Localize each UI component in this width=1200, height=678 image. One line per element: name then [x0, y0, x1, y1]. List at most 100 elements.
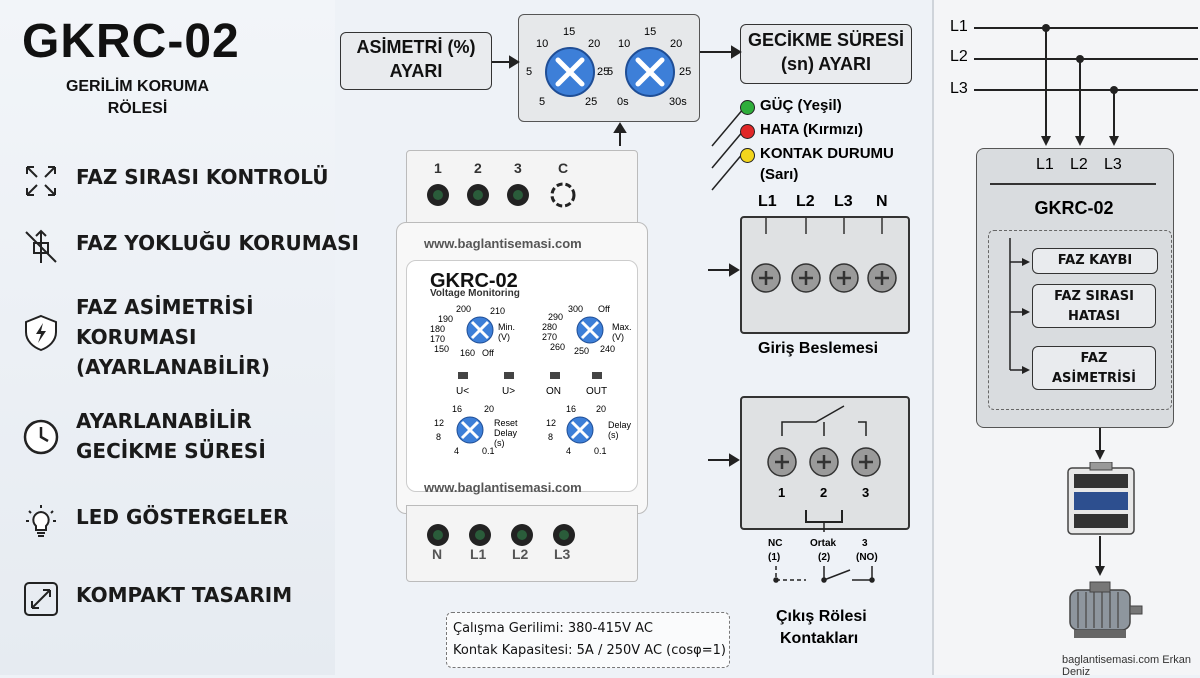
- led-legend-text: (Sarı): [760, 166, 799, 183]
- max-knob-tick: 300: [568, 304, 584, 314]
- device-top-term-label: 1: [434, 160, 442, 176]
- contact-num: (1): [768, 552, 781, 563]
- supply-line-label: L3: [950, 80, 968, 97]
- supply-line-label: L1: [950, 18, 968, 35]
- credit-text: baglantisemasi.com Erkan Deniz: [1062, 654, 1192, 678]
- led-legend-text: HATA (Kırmızı): [760, 121, 864, 138]
- input-term-label: L2: [796, 193, 815, 210]
- output-term-label: 3: [862, 485, 870, 500]
- dial1-tick: 25: [597, 66, 610, 78]
- dial2-tick: 30s: [669, 96, 687, 108]
- led-label: U<: [456, 386, 470, 397]
- led-red-icon: [740, 124, 755, 139]
- max-voltage-knob: [576, 316, 604, 344]
- dial2-tick: 5: [607, 66, 614, 78]
- feature-text: FAZ SIRASI KONTROLÜ: [76, 165, 329, 189]
- reset-knob-tick: 16: [452, 404, 463, 414]
- led-legend-text: GÜÇ (Yeşil): [760, 97, 842, 114]
- dial1-tick: 5: [539, 96, 546, 108]
- min-knob-tick: 210: [490, 306, 506, 316]
- min-knob-tick: Off: [482, 348, 494, 358]
- feature-text: LED GÖSTERGELER: [76, 505, 289, 529]
- device-knobs: [456, 316, 604, 444]
- feature-text: KOMPAKT TASARIM: [76, 583, 293, 607]
- min-knob-tick: 190: [438, 314, 454, 324]
- device-model: GKRC-02: [430, 270, 518, 292]
- dial1-tick: 20: [588, 38, 601, 50]
- feature-item: FAZ SIRASI KONTROLÜ: [22, 162, 329, 200]
- feature-text: FAZ YOKLUĞU KORUMASI: [76, 231, 359, 255]
- feature-item: AYARLANABİLİR GECİKME SÜRESİ: [22, 406, 266, 466]
- device-website-bottom: www.baglantisemasi.com: [424, 480, 582, 495]
- output-caption-line2: Kontakları: [780, 630, 859, 647]
- dial1-tick: 25: [585, 96, 598, 108]
- schematic-functions-group: [988, 230, 1172, 410]
- device-website-top: www.baglantisemasi.com: [424, 236, 582, 251]
- dial2-tick: 10: [618, 38, 631, 50]
- delay-knob-tick: 0.1: [594, 446, 607, 456]
- delay-label-box: GECİKME SÜRESİ (sn) AYARI: [740, 24, 912, 84]
- feature-text: FAZ ASİMETRİSİ KORUMASI (AYARLANABİLİR): [76, 295, 271, 379]
- schematic-wiring: [974, 24, 1198, 576]
- page-title: GKRC-02: [22, 15, 240, 68]
- min-knob-label: Min. (V): [498, 322, 516, 342]
- dial2-tick: 0s: [617, 96, 629, 108]
- subtitle-line-2: RÖLESİ: [107, 100, 168, 117]
- schematic-branch-lines: [1009, 238, 1030, 374]
- device-top-terminals: [427, 182, 576, 208]
- schematic-term-label: L3: [1104, 156, 1122, 173]
- reset-knob-tick: 12: [434, 418, 445, 428]
- delay-label-line1: GECİKME SÜRESİ: [747, 30, 905, 50]
- schematic-title: GKRC-02: [1034, 198, 1114, 218]
- contact-name: 3: [862, 538, 868, 549]
- reset-knob-tick: 0.1: [482, 446, 495, 456]
- contact-name: NC: [768, 538, 783, 549]
- shield-bolt-icon: [22, 314, 60, 352]
- led-label: OUT: [586, 386, 608, 397]
- device-model-sub: Voltage Monitoring: [430, 288, 520, 299]
- function-asymmetry: FAZ ASİMETRİSİ: [1032, 346, 1156, 390]
- feature-item: KOMPAKT TASARIM: [22, 580, 292, 618]
- max-knob-label: Max. (V): [612, 322, 632, 342]
- specs-box: Çalışma Gerilimi: 380-415V AC Kontak Kap…: [446, 612, 730, 668]
- delay-knob-label: Delay (s): [608, 420, 632, 440]
- delay-knob-tick: 12: [546, 418, 557, 428]
- asymmetry-label-box: ASİMETRİ (%) AYARI: [340, 32, 492, 90]
- max-knob-tick: Off: [598, 304, 610, 314]
- delay-label-line2: (sn) AYARI: [780, 54, 872, 74]
- delay-knob-tick: 4: [566, 446, 572, 456]
- dial1-tick: 5: [526, 66, 533, 78]
- phase-loss-icon: [22, 228, 60, 266]
- device-bottom-term-label: L3: [554, 546, 571, 562]
- bulb-icon: [22, 502, 60, 540]
- asymmetry-dial: [545, 47, 595, 97]
- timer-icon: [22, 418, 60, 456]
- min-voltage-knob: [466, 316, 494, 344]
- output-term-label: 1: [778, 485, 786, 500]
- device-bottom-term-label: L1: [470, 546, 487, 562]
- output-caption-line1: Çıkış Rölesi: [776, 608, 867, 625]
- contactor-icon: [1067, 462, 1135, 535]
- schematic-divider: [990, 183, 1156, 185]
- device-bottom-terminals: [427, 524, 575, 546]
- input-terminal-screws: [751, 216, 897, 293]
- dial-arrows: [492, 45, 742, 146]
- contact-num: (2): [818, 552, 831, 563]
- delay-knob-tick: 20: [596, 404, 607, 414]
- motor-icon: [1069, 581, 1143, 638]
- reset-knob-tick: 8: [436, 432, 442, 442]
- device-bottom-term-label: N: [432, 546, 443, 562]
- output-terminal-diagram: [767, 405, 881, 532]
- max-knob-tick: 270: [542, 332, 558, 342]
- feature-item: FAZ YOKLUĞU KORUMASI: [22, 228, 359, 266]
- terminal-arrows: [708, 263, 740, 467]
- device-photo: [396, 150, 648, 582]
- spec-contact: Kontak Kapasitesi: 5A / 250V AC (cosφ=1): [453, 643, 726, 658]
- phase-sequence-icon: [22, 162, 60, 200]
- function-phase-loss: FAZ KAYBI: [1032, 248, 1158, 274]
- dial2-tick: 20: [670, 38, 683, 50]
- led-pointer-lines: [711, 107, 745, 191]
- supply-line-label: L2: [950, 48, 968, 65]
- led-yellow-icon: [740, 148, 755, 163]
- subtitle-line-1: GERİLİM KORUMA: [65, 78, 210, 95]
